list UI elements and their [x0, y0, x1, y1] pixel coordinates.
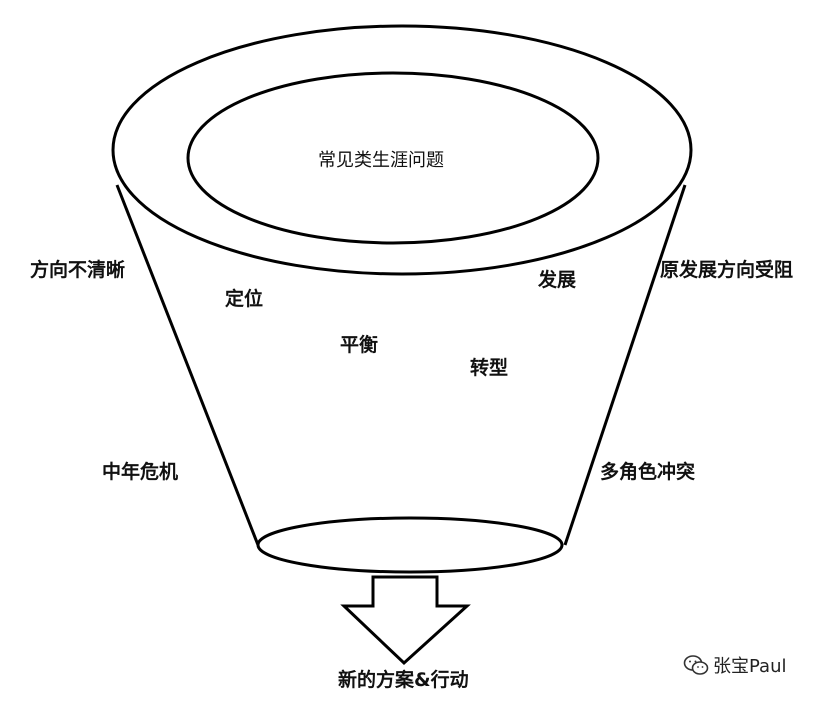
- down-arrow-icon: [340, 575, 471, 666]
- funnel-right-edge: [563, 184, 687, 546]
- funnel-left-edge: [115, 184, 260, 546]
- label-outer-right-bottom: 多角色冲突: [600, 461, 696, 483]
- label-inner-item: 转型: [470, 357, 509, 379]
- label-inner-item: 发展: [538, 269, 577, 291]
- wechat-icon: [683, 655, 709, 675]
- label-outer-left-top: 方向不清晰: [30, 259, 126, 281]
- label-outer-right-top: 原发展方向受阻: [660, 259, 794, 281]
- label-inner-item: 平衡: [340, 334, 379, 356]
- funnel-bottom-opening: [256, 516, 564, 574]
- output-label: 新的方案&行动: [338, 669, 469, 691]
- label-inner-item: 定位: [225, 288, 264, 310]
- funnel-top-inner: [186, 71, 600, 245]
- label-outer-left-bottom: 中年危机: [102, 461, 179, 483]
- watermark: 张宝Paul: [683, 652, 787, 678]
- funnel-top-label: 常见类生涯问题: [318, 150, 444, 171]
- watermark-text: 张宝Paul: [713, 656, 787, 677]
